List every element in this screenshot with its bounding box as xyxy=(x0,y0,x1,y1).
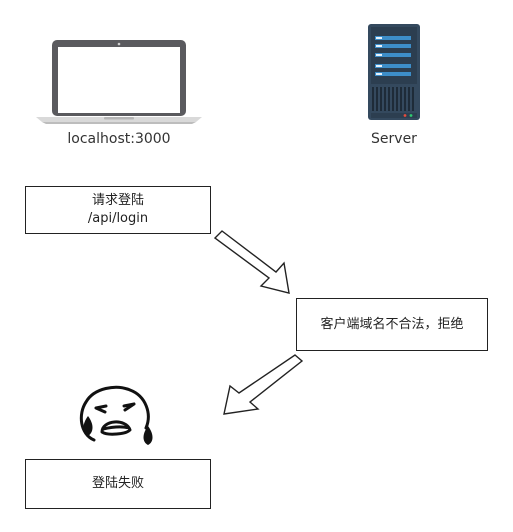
arrow-down-left xyxy=(210,345,305,425)
request-title: 请求登陆 xyxy=(91,193,144,208)
server-tower-icon xyxy=(367,24,421,122)
server-label: Server xyxy=(371,131,417,147)
result-text: 登陆失败 xyxy=(91,476,144,491)
laptop-icon xyxy=(34,38,204,126)
request-endpoint: /api/login xyxy=(87,211,149,226)
arrow-down-right xyxy=(205,225,305,300)
result-box: 登陆失败 xyxy=(25,459,211,509)
request-box: 请求登陆 /api/login xyxy=(25,186,211,234)
reject-box: 客户端域名不合法，拒绝 xyxy=(296,298,488,351)
crying-face-icon xyxy=(72,382,162,448)
reject-text: 客户端域名不合法，拒绝 xyxy=(320,316,464,332)
client-label: localhost:3000 xyxy=(67,131,171,147)
